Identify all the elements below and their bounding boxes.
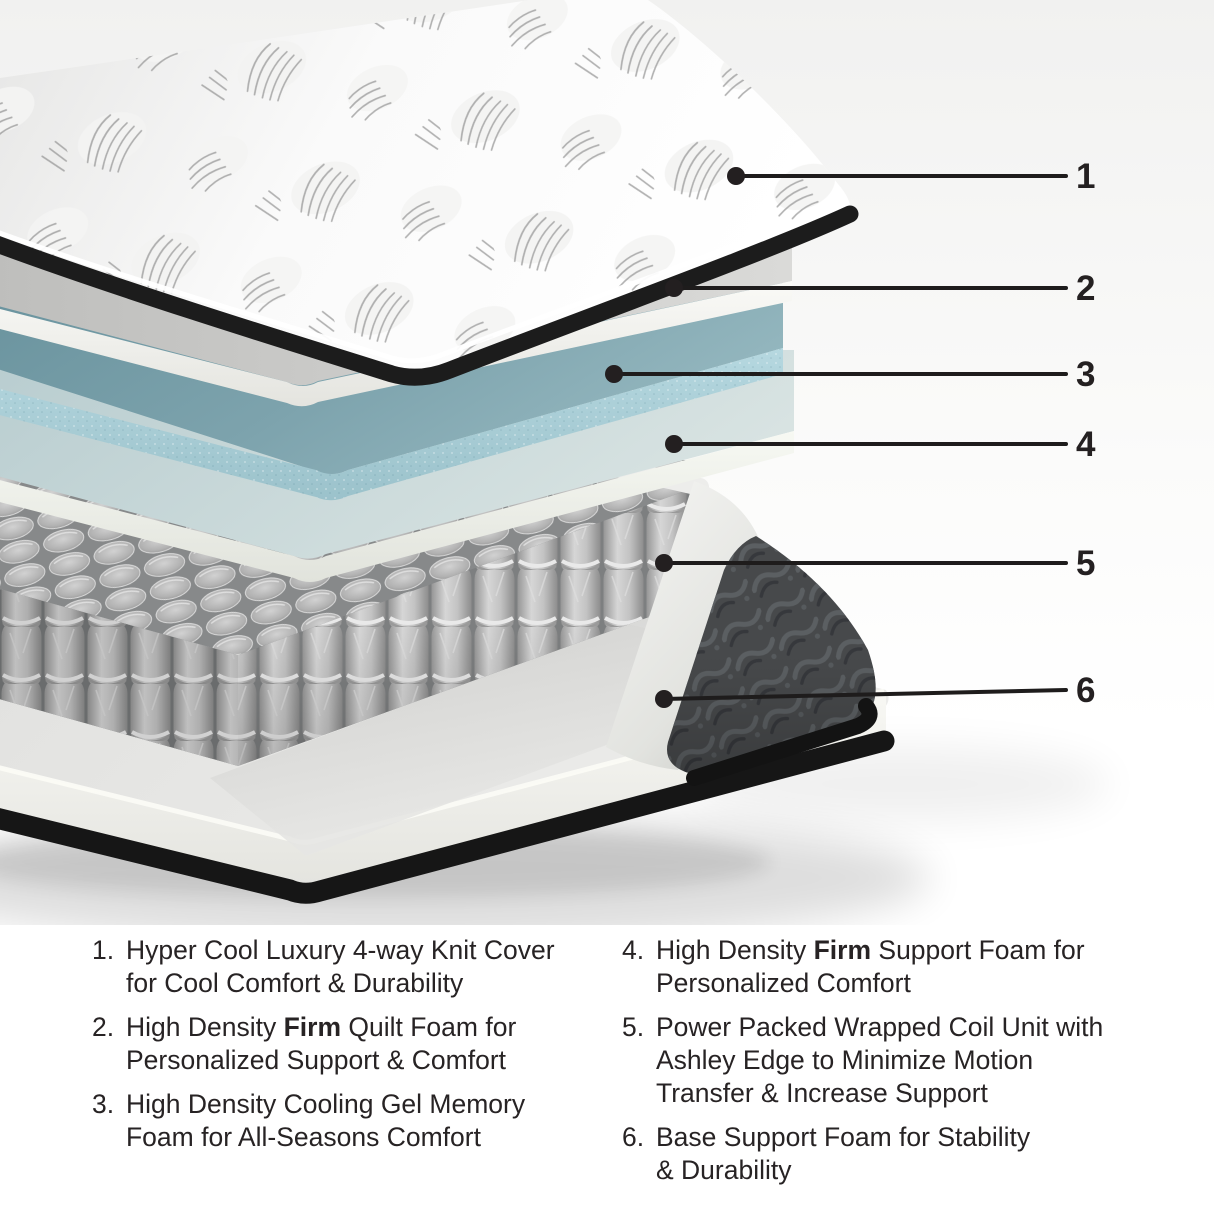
cover-layer [0, 0, 859, 386]
callout-number: 6 [1076, 671, 1095, 710]
callout-number: 1 [1076, 157, 1095, 196]
callout-2: 2 [665, 269, 1095, 308]
callout-dot [655, 690, 673, 708]
edge-support [606, 481, 878, 786]
callout-1: 1 [727, 157, 1095, 196]
legend-item-number: 3. [92, 1089, 115, 1119]
callout-dot [655, 554, 673, 572]
legend-item-number: 2. [92, 1012, 115, 1042]
legend-item: 6. Base Support Foam for Stability& Durab… [622, 1121, 1142, 1187]
legend-item-number: 6. [622, 1122, 645, 1152]
callout-number: 3 [1076, 355, 1095, 394]
callout-line [662, 688, 1068, 701]
callout-6: 6 [655, 671, 1095, 710]
legend-item-text: Base Support Foam for Stability& Durabil… [656, 1122, 1031, 1185]
coil-front-left [0, 589, 238, 766]
callout-number: 2 [1076, 269, 1095, 308]
base-piping [0, 730, 895, 904]
callout-dot [605, 365, 623, 383]
legend-item-number: 5. [622, 1012, 645, 1042]
callout-dot [665, 279, 683, 297]
callout-group: 1 2 3 4 5 6 [605, 157, 1096, 710]
legend-item-number: 1. [92, 935, 115, 965]
callout-dot [727, 167, 745, 185]
callout-dot [665, 435, 683, 453]
mattress-exploded-diagram: 1 2 3 4 5 6 [0, 0, 1110, 925]
edge-piping [686, 698, 878, 786]
legend-item-number: 4. [622, 935, 645, 965]
callout-3: 3 [605, 355, 1095, 394]
edge-support-band [606, 481, 760, 770]
base-shadow [210, 596, 712, 856]
callout-5: 5 [655, 544, 1095, 583]
callout-number: 4 [1076, 425, 1096, 464]
cover-piping [0, 205, 859, 386]
callout-number: 5 [1076, 544, 1095, 583]
callout-4: 4 [665, 425, 1096, 464]
